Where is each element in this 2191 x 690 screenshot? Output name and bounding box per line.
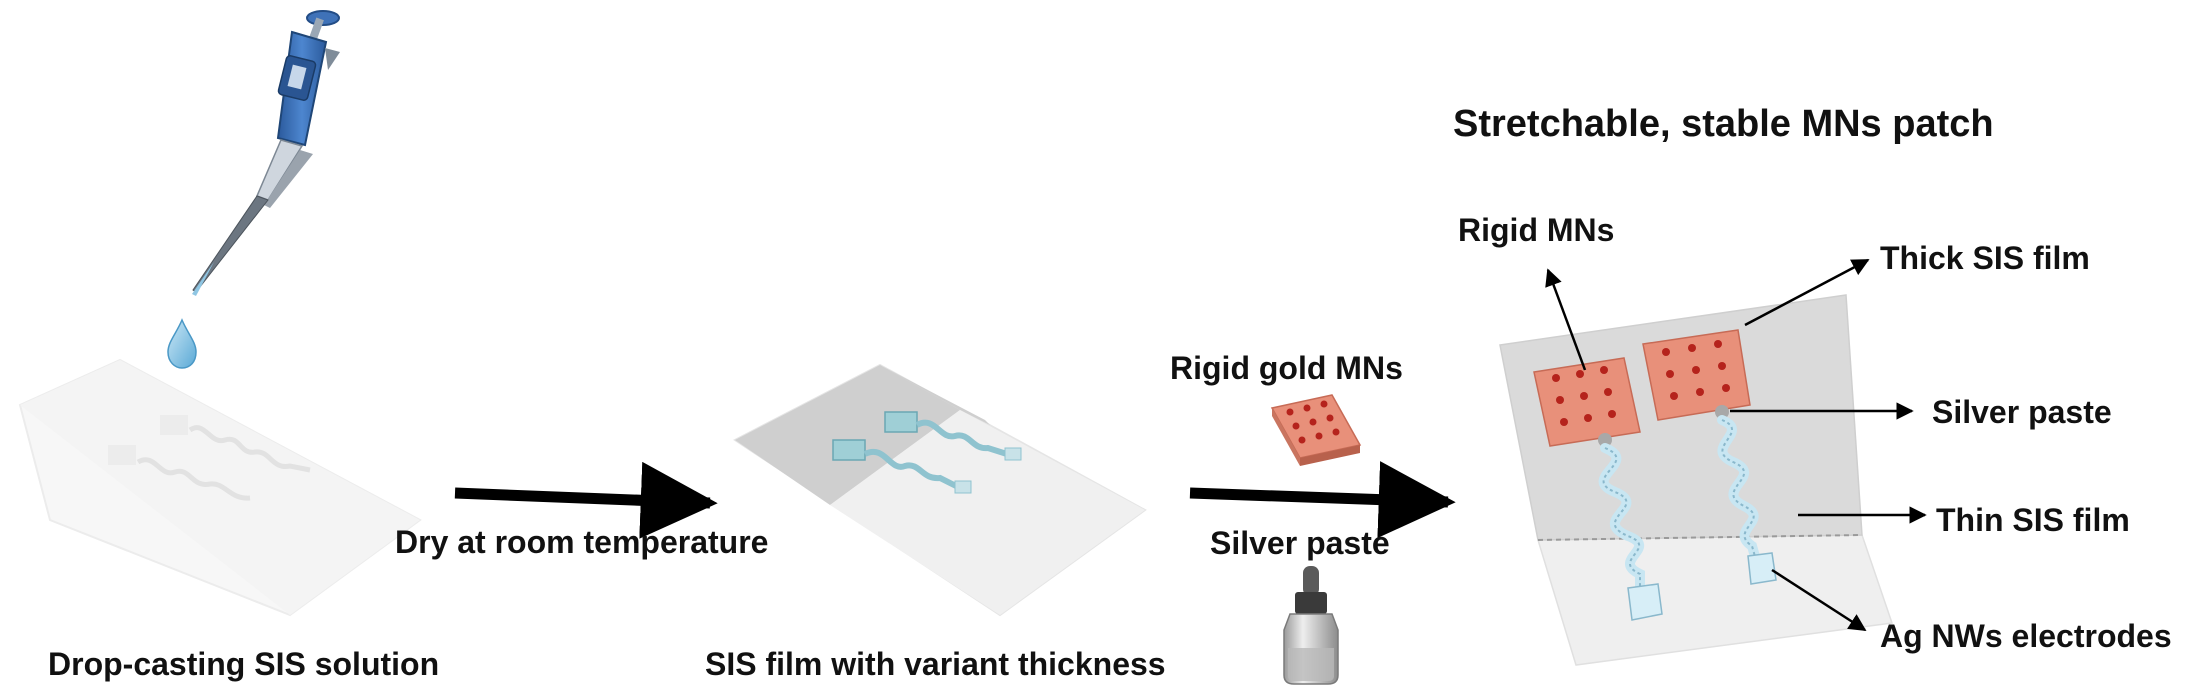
label-ag-nws-electrodes: Ag NWs electrodes xyxy=(1880,618,2172,654)
label-thin-sis-film: Thin SIS film xyxy=(1936,502,2130,538)
label-thick-sis-film: Thick SIS film xyxy=(1880,240,2090,276)
label-drop-casting: Drop-casting SIS solution xyxy=(48,646,440,682)
pointer-electrodes xyxy=(1771,568,1867,632)
drop-cast-substrate xyxy=(18,358,422,617)
arrow-assemble xyxy=(1189,461,1456,539)
label-dry: Dry at room temperature xyxy=(395,524,769,560)
pipette-icon xyxy=(192,10,340,296)
dropper-bottle-icon xyxy=(1283,566,1339,685)
pointer-rigid-mns xyxy=(1545,268,1587,371)
mn-patch-device xyxy=(1499,294,1894,666)
label-rigid-gold-mns: Rigid gold MNs xyxy=(1170,350,1403,386)
pointer-thick-film xyxy=(1744,258,1870,327)
label-rigid-mns: Rigid MNs xyxy=(1458,212,1615,248)
label-sis-film: SIS film with variant thickness xyxy=(705,646,1166,682)
label-patch-title: Stretchable, stable MNs patch xyxy=(1453,103,1994,145)
label-silver-paste-step: Silver paste xyxy=(1210,525,1390,561)
sis-film xyxy=(733,363,1147,617)
droplet-icon xyxy=(167,318,197,369)
arrow-dry xyxy=(454,461,718,539)
label-silver-paste: Silver paste xyxy=(1932,394,2112,430)
gold-mn-block xyxy=(1270,394,1362,466)
